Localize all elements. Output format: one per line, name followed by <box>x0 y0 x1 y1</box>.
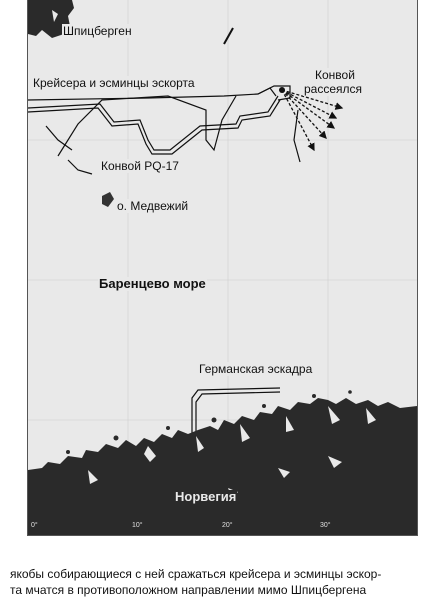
tick-20: 20° <box>222 522 233 529</box>
label-escort: Крейсера и эсминцы эскорта <box>32 76 196 90</box>
caption-line-1: якобы собирающиеся с ней сражаться крейс… <box>10 567 382 581</box>
tick-10: 10° <box>132 522 143 529</box>
label-convoy-scattered-line2-wrap: рассеялся <box>303 82 364 96</box>
scatter-arrows <box>281 89 344 152</box>
norway-fjords <box>88 406 376 498</box>
label-spitsbergen: Шпицберген <box>62 24 133 38</box>
label-norway: Норвегия <box>174 489 238 504</box>
label-convoy-scattered: Конвой <box>314 68 356 82</box>
label-german-squadron: Германская эскадра <box>198 362 314 376</box>
german-squadron-route <box>191 387 281 448</box>
label-convoy-pq17: Конвой PQ-17 <box>100 159 180 173</box>
label-barents-sea: Баренцево море <box>98 276 207 291</box>
coastal-islands <box>66 390 352 454</box>
convoy-route <box>28 95 281 175</box>
caption: якобы собирающиеся с ней сражаться крейс… <box>10 566 415 598</box>
scatter-point <box>279 87 285 93</box>
label-convoy-scattered-line1: Конвой <box>315 68 355 82</box>
label-bear-island: о. Медвежий <box>116 199 190 213</box>
label-convoy-scattered-line2: рассеялся <box>304 82 363 96</box>
escort-route <box>28 85 301 163</box>
caption-line-2: та мчатся в противоположном направлении … <box>10 583 367 597</box>
norway-landmass <box>28 398 417 535</box>
tick-30: 30° <box>320 522 331 529</box>
map: Шпицберген Крейсера и эсминцы эскорта Ко… <box>27 0 418 536</box>
bear-island <box>102 192 114 207</box>
tick-0: 0° <box>31 522 38 529</box>
